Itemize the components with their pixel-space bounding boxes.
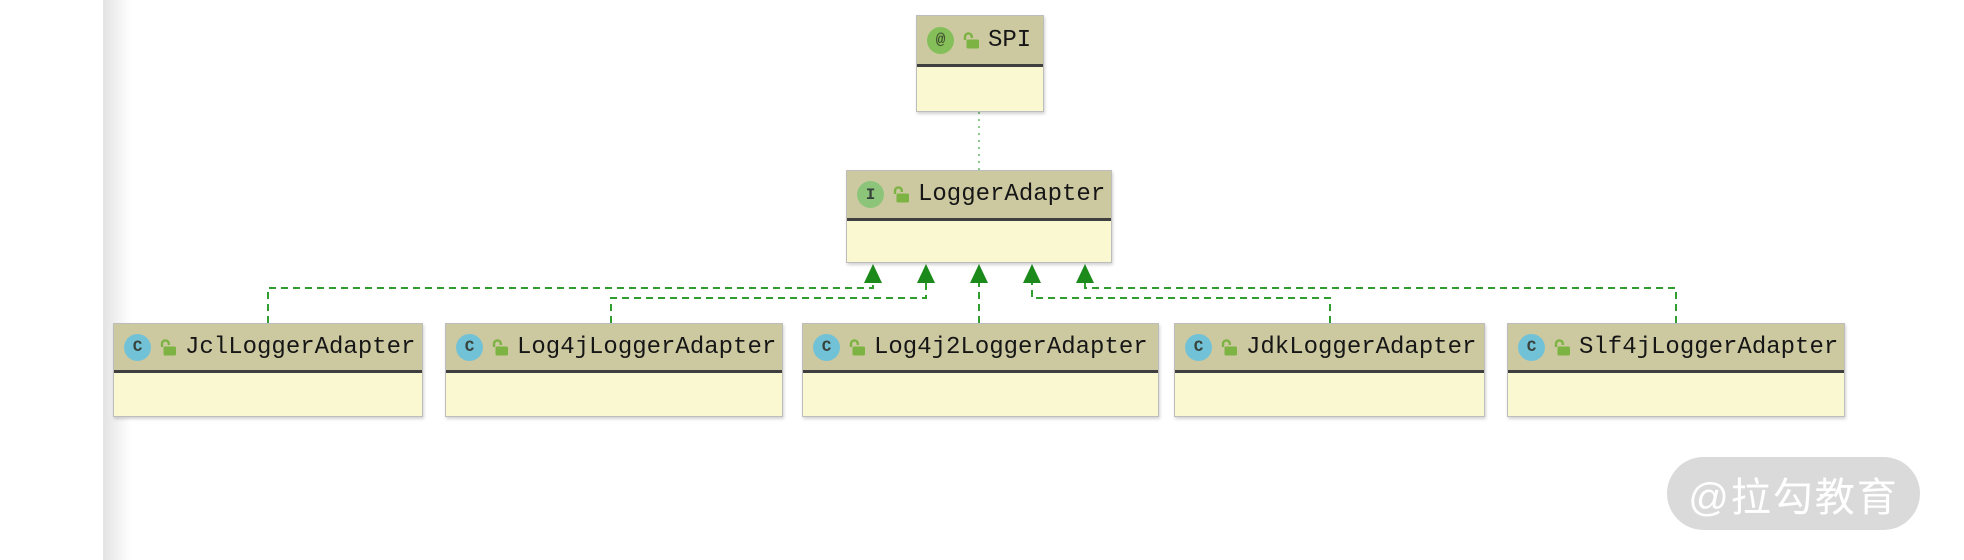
class-icon: C bbox=[1185, 333, 1212, 361]
node-label: LoggerAdapter bbox=[918, 181, 1106, 208]
node-members-section bbox=[446, 373, 782, 416]
uml-node-jdkloggeradapter[interactable]: C JdkLoggerAdapter bbox=[1174, 323, 1485, 417]
public-lock-icon bbox=[891, 185, 911, 204]
edge-slf4j-loggeradapter bbox=[1084, 282, 1677, 323]
edge-log4j-loggeradapter bbox=[610, 282, 927, 323]
arrowhead-icon bbox=[970, 264, 988, 283]
annotation-icon: @ bbox=[927, 26, 954, 54]
watermark-badge: @拉勾教育 bbox=[1667, 457, 1920, 530]
canvas-left-shadow bbox=[103, 0, 131, 560]
class-icon: C bbox=[1518, 333, 1545, 361]
class-icon: C bbox=[456, 333, 483, 361]
uml-node-jclloggeradapter[interactable]: C JclLoggerAdapter bbox=[113, 323, 423, 417]
node-label: JdkLoggerAdapter bbox=[1246, 333, 1477, 361]
node-label: Log4j2LoggerAdapter bbox=[874, 333, 1148, 361]
public-lock-icon bbox=[490, 338, 510, 357]
node-label: Slf4jLoggerAdapter bbox=[1579, 333, 1839, 361]
node-header: C Log4j2LoggerAdapter bbox=[803, 324, 1158, 373]
node-members-section bbox=[917, 67, 1043, 111]
arrowhead-icon bbox=[917, 264, 935, 283]
node-header: C Slf4jLoggerAdapter bbox=[1508, 324, 1844, 373]
watermark-text: @拉勾教育 bbox=[1688, 475, 1899, 520]
public-lock-icon bbox=[1219, 338, 1239, 357]
node-label: SPI bbox=[988, 26, 1032, 54]
node-header: I LoggerAdapter bbox=[847, 171, 1111, 221]
uml-node-spi[interactable]: @ SPI bbox=[916, 15, 1044, 112]
node-members-section bbox=[1508, 373, 1844, 416]
node-header: @ SPI bbox=[917, 16, 1043, 67]
class-icon: C bbox=[124, 333, 151, 361]
node-members-section bbox=[803, 373, 1158, 416]
class-icon: C bbox=[813, 333, 840, 361]
public-lock-icon bbox=[847, 338, 867, 357]
arrowhead-icon bbox=[864, 264, 882, 283]
uml-node-log4j2loggeradapter[interactable]: C Log4j2LoggerAdapter bbox=[802, 323, 1159, 417]
public-lock-icon bbox=[1552, 338, 1572, 357]
edge-jcl-loggeradapter bbox=[267, 282, 874, 323]
arrowhead-icon bbox=[1076, 264, 1094, 283]
node-label: Log4jLoggerAdapter bbox=[517, 333, 777, 361]
uml-node-log4jloggeradapter[interactable]: C Log4jLoggerAdapter bbox=[445, 323, 783, 417]
interface-icon: I bbox=[857, 181, 884, 208]
node-label: JclLoggerAdapter bbox=[185, 333, 416, 361]
edge-jdk-loggeradapter bbox=[1031, 282, 1331, 323]
node-header: C Log4jLoggerAdapter bbox=[446, 324, 782, 373]
node-members-section bbox=[1175, 373, 1484, 416]
node-header: C JclLoggerAdapter bbox=[114, 324, 422, 373]
node-members-section bbox=[114, 373, 422, 416]
node-members-section bbox=[847, 221, 1111, 262]
arrowhead-icon bbox=[1023, 264, 1041, 283]
public-lock-icon bbox=[961, 31, 981, 50]
public-lock-icon bbox=[158, 338, 178, 357]
uml-node-slf4jloggeradapter[interactable]: C Slf4jLoggerAdapter bbox=[1507, 323, 1845, 417]
uml-node-loggeradapter[interactable]: I LoggerAdapter bbox=[846, 170, 1112, 263]
node-header: C JdkLoggerAdapter bbox=[1175, 324, 1484, 373]
